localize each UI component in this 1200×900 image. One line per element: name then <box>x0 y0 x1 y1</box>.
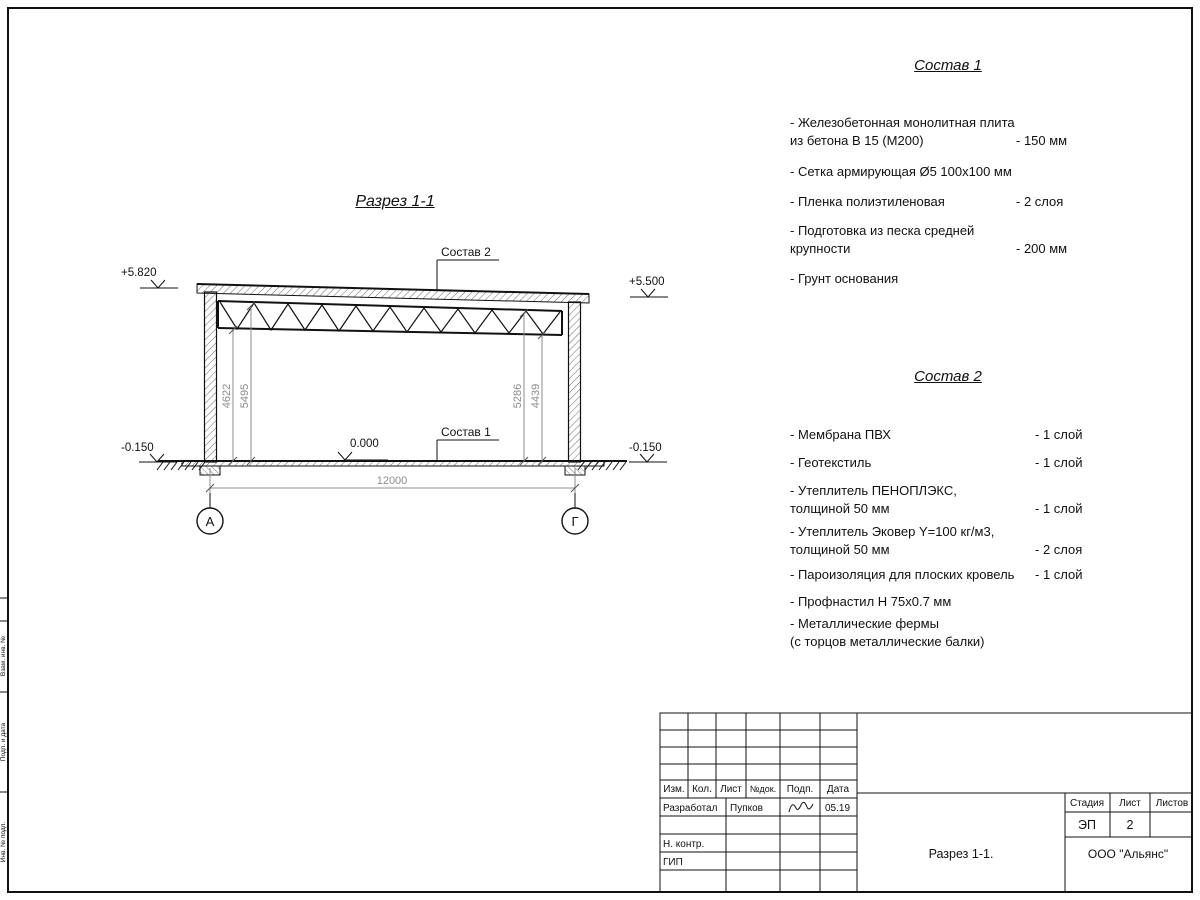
signature <box>788 801 814 813</box>
axis-bubble-left <box>196 507 224 535</box>
tb-drawing-title: Разрез 1-1. <box>929 847 994 861</box>
list-item: - Сетка армирующая Ø5 100x100 мм <box>790 164 1012 179</box>
item-qty: - 200 мм <box>1016 241 1068 256</box>
item-qty: - 2 слоя <box>1035 542 1083 557</box>
axis-letter-left: А <box>206 514 215 529</box>
callout-floor: Состав 1 <box>441 425 491 439</box>
sostav1-heading: Состав 1 <box>914 57 982 74</box>
roof-truss <box>217 300 563 336</box>
tb-company: ООО "Альянс" <box>1088 847 1168 861</box>
elevation-bottom-left: -0.150 <box>121 442 154 454</box>
item-qty: - 1 слой <box>1035 501 1083 516</box>
tb-col-ndok: №док. <box>750 784 776 794</box>
section-title: Разрез 1-1 <box>355 193 435 210</box>
tb-col-list: Лист <box>720 784 742 795</box>
elevation-marks <box>139 279 668 463</box>
column-right <box>567 301 582 463</box>
margin-label-inv: Инв. № подл. <box>0 822 7 863</box>
list-item: - Грунт основания <box>790 271 899 286</box>
item-qty: - 1 слой <box>1035 427 1083 442</box>
list-item: - Пленка полиэтиленовая <box>790 194 945 209</box>
axis-bubble-right <box>561 507 589 535</box>
vertical-dimensions <box>228 301 547 466</box>
sheet-frame <box>7 7 1193 893</box>
item-qty: - 1 слой <box>1035 567 1083 582</box>
dim-right-inner: 5286 <box>512 384 524 408</box>
title-block <box>659 712 1193 893</box>
tb-row-ncontr: Н. контр. <box>663 839 704 850</box>
list-item: - Металлические фермы (с торцов металлич… <box>790 616 985 649</box>
axis-letter-right: Г <box>571 514 578 529</box>
tb-list-value: 2 <box>1127 818 1134 832</box>
tb-date: 05.19 <box>825 803 850 814</box>
tb-row-gip: ГИП <box>663 857 683 868</box>
sostav2-heading: Состав 2 <box>914 368 982 385</box>
list-item: - Подготовка из песка средней крупности <box>790 223 975 256</box>
list-item: - Геотекстиль <box>790 455 872 470</box>
tb-row-developed: Разработал <box>663 802 718 814</box>
tb-col-data: Дата <box>827 784 850 795</box>
list-item: - Утеплитель ПЕНОПЛЭКС, толщиной 50 мм <box>790 483 957 516</box>
tb-col-kol: Кол. <box>692 784 712 795</box>
tb-stadia-label: Стадия <box>1070 798 1104 809</box>
margin-label-podp: Подп. и дата <box>0 722 7 761</box>
left-margin-strip <box>0 597 8 793</box>
column-left <box>203 291 218 463</box>
margin-label-vzam: Взам. инв. № <box>0 636 7 676</box>
span-dimension <box>205 468 580 493</box>
list-item: - Мембрана ПВХ <box>790 427 891 442</box>
dim-left-outer: 5495 <box>239 384 251 408</box>
elevation-top-right: +5.500 <box>629 276 665 288</box>
tb-col-podp: Подп. <box>787 784 814 795</box>
elevation-top-left: +5.820 <box>121 267 157 279</box>
section-view: А Г 4622 5495 5286 4439 12000 <box>121 245 668 535</box>
list-item: - Пароизоляция для плоских кровель <box>790 567 1015 582</box>
callout-leaders <box>436 259 499 460</box>
grid-axes: А Г <box>196 475 589 535</box>
tb-stadia-value: ЭП <box>1078 818 1096 832</box>
list-item: - Профнастил Н 75x0.7 мм <box>790 594 952 609</box>
tb-list-label: Лист <box>1119 798 1141 809</box>
tb-developer-name: Пупков <box>730 803 763 814</box>
dim-right-outer: 4439 <box>530 384 542 408</box>
ground-hatch-left <box>156 461 206 471</box>
dim-left-inner: 4622 <box>221 384 233 408</box>
elevation-zero: 0.000 <box>350 438 379 450</box>
roof-top-line <box>196 283 590 295</box>
tb-col-izm: Изм. <box>663 784 684 795</box>
list-item: - Железобетонная монолитная плита из бет… <box>790 115 1015 148</box>
tb-listov-label: Листов <box>1156 798 1189 809</box>
elevation-bottom-right: -0.150 <box>629 442 662 454</box>
item-qty: - 1 слой <box>1035 455 1083 470</box>
item-qty: - 2 слоя <box>1016 194 1064 209</box>
item-qty: - 150 мм <box>1016 133 1068 148</box>
list-item: - Утеплитель Эковер Y=100 кг/м3, толщино… <box>790 524 995 557</box>
dim-span: 12000 <box>377 475 408 487</box>
callout-roof: Состав 2 <box>441 245 491 259</box>
